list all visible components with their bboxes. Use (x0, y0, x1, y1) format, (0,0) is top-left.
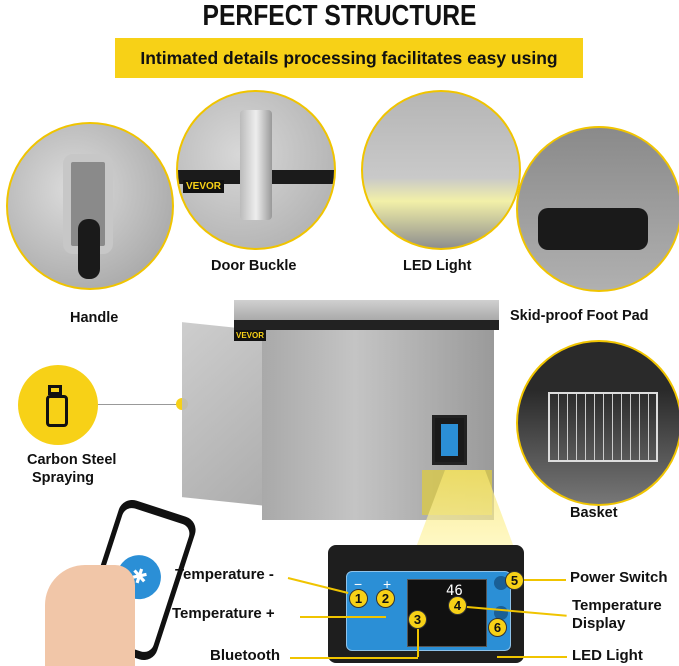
bluetooth-label: Bluetooth (210, 647, 280, 664)
freezer-brand-logo: VEVOR (234, 330, 267, 341)
callout-line-2 (300, 616, 386, 618)
callout-line-5 (524, 579, 566, 581)
subtitle-banner: Intimated details processing facilitates… (115, 38, 583, 78)
basket-detail-image (516, 340, 679, 506)
carbon-steel-label-2: Spraying (32, 470, 95, 486)
hand-image (45, 565, 135, 666)
minus-button[interactable]: − (354, 576, 363, 592)
brand-logo: VEVOR (183, 180, 225, 193)
power-button[interactable] (494, 576, 508, 590)
page-title: PERFECT STRUCTURE (202, 0, 477, 32)
callout-line-3b (417, 629, 419, 657)
door-buckle-detail-image: VEVOR (176, 90, 336, 250)
spray-icon (18, 365, 98, 445)
callout-6: 6 (488, 618, 507, 637)
led-light-detail-image (361, 90, 521, 250)
callout-4: 4 (448, 596, 467, 615)
door-buckle-label: Door Buckle (211, 258, 297, 274)
temperature-minus-label: Temperature - (175, 566, 274, 583)
temperature-readout: 46 (446, 583, 463, 599)
foot-pad-label: Skid-proof Foot Pad (510, 308, 649, 324)
power-switch-label: Power Switch (570, 569, 668, 586)
callout-3: 3 (408, 610, 427, 629)
callout-5: 5 (505, 571, 524, 590)
callout-1: 1 (349, 589, 368, 608)
basket-label: Basket (570, 505, 618, 521)
handle-label: Handle (70, 310, 119, 326)
carbon-steel-label-1: Carbon Steel (27, 452, 117, 468)
temperature-display-label-2: Display (572, 615, 626, 632)
plus-button[interactable]: + (383, 576, 392, 592)
temperature-plus-label: Temperature + (172, 605, 275, 622)
led-light-label: LED Light (403, 258, 472, 274)
callout-line-6 (497, 656, 567, 658)
led-light-button-label: LED Light (572, 647, 643, 664)
temperature-display-label-1: Temperature (572, 597, 662, 614)
callout-line-3 (290, 657, 418, 659)
handle-detail-image (6, 122, 174, 290)
foot-pad-detail-image (516, 126, 679, 292)
callout-2: 2 (376, 589, 395, 608)
control-panel: − + 46 (328, 545, 524, 663)
